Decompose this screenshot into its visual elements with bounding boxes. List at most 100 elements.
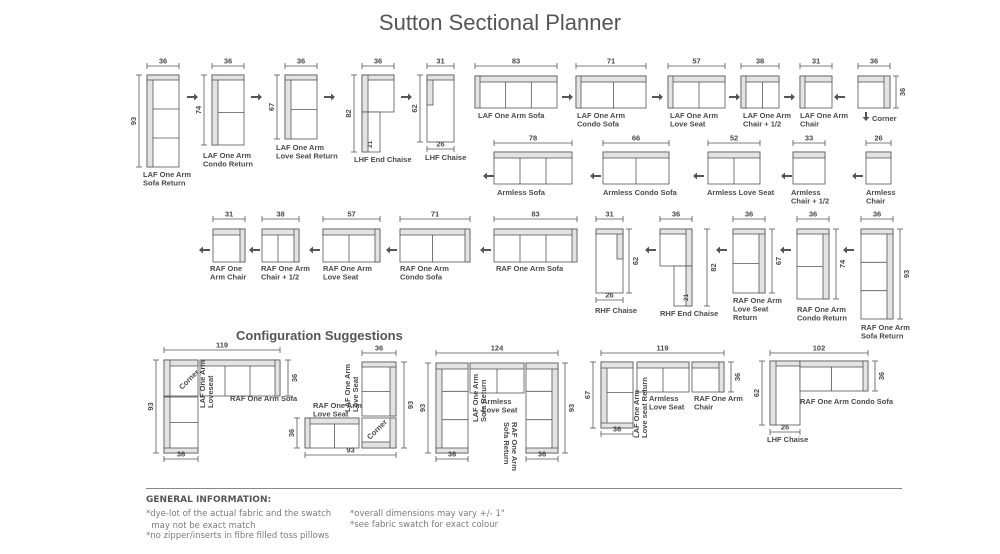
piece-label: RHF End Chaise bbox=[660, 309, 718, 318]
return-arm bbox=[860, 228, 894, 235]
arrow-head bbox=[386, 246, 390, 254]
dimension-value: 36 bbox=[375, 344, 383, 353]
dimension-value: 38 bbox=[756, 57, 764, 66]
dimension-value: 93 bbox=[418, 404, 427, 412]
general-note: *no zipper/inserts in fibre filled toss … bbox=[146, 531, 330, 541]
piece-label: Love Seat bbox=[649, 403, 685, 412]
piece-label: LAF One Arm bbox=[276, 143, 324, 152]
dimension-value: 57 bbox=[347, 210, 355, 219]
arrow-head bbox=[791, 93, 795, 101]
piece-label: RAF One Arm bbox=[323, 264, 372, 273]
arrow-icon bbox=[716, 246, 727, 254]
sofa-piece bbox=[212, 228, 246, 263]
piece-label: Armless bbox=[649, 394, 679, 403]
sofa-back bbox=[707, 151, 761, 159]
dimension-value: 36 bbox=[177, 450, 185, 459]
arrow-icon bbox=[187, 93, 198, 101]
dimension-value: 36 bbox=[809, 210, 817, 219]
dimension-value: 31 bbox=[605, 210, 613, 219]
arrow-icon bbox=[693, 172, 704, 180]
piece-label: RAF One Arm bbox=[313, 401, 362, 410]
dimension-value: 36 bbox=[448, 450, 456, 459]
piece-label: Love seat Return bbox=[640, 377, 649, 438]
return-arm bbox=[600, 422, 634, 429]
piece-label: Return bbox=[733, 313, 758, 322]
dimension-value: 83 bbox=[512, 57, 520, 66]
dimension-value: 78 bbox=[529, 134, 537, 143]
sofa-arm bbox=[575, 75, 582, 109]
arrow-head bbox=[569, 93, 573, 101]
dimension-value: 36 bbox=[297, 57, 305, 66]
piece-label: Chair + 1/2 bbox=[743, 120, 781, 129]
sofa-piece bbox=[691, 361, 725, 393]
piece-label: RAF One Arm bbox=[400, 264, 449, 273]
piece-label: Sofa Return bbox=[143, 179, 186, 188]
piece-label: RAF One Arm bbox=[510, 422, 519, 471]
arrow-head bbox=[483, 172, 487, 180]
dimension-value: 36 bbox=[159, 57, 167, 66]
sofa-piece bbox=[399, 228, 471, 263]
sofa-back bbox=[304, 417, 360, 425]
dimension-value: 36 bbox=[374, 57, 382, 66]
piece-label: LAF One Arm bbox=[343, 364, 352, 412]
arrow-icon bbox=[862, 112, 870, 121]
dimension-value: 93 bbox=[129, 117, 138, 125]
arrow-icon bbox=[729, 93, 740, 101]
sofa-arm bbox=[667, 75, 674, 109]
sofa-piece bbox=[636, 361, 690, 393]
dimension-value: 36 bbox=[873, 210, 881, 219]
sofa-piece bbox=[865, 151, 892, 185]
piece-label: RAF One Arm bbox=[261, 264, 310, 273]
sofa-arm bbox=[718, 361, 725, 393]
return-back bbox=[886, 228, 894, 320]
return-back bbox=[758, 228, 766, 294]
dimension-value: 67 bbox=[583, 391, 592, 399]
return-back bbox=[551, 362, 559, 454]
sofa-piece bbox=[199, 359, 281, 397]
return-back bbox=[146, 74, 154, 168]
corner-back bbox=[600, 361, 634, 369]
arrow-head bbox=[199, 246, 203, 254]
dimension-value: 93 bbox=[902, 270, 911, 278]
general-note: *dye-lot of the actual fabric and the sw… bbox=[146, 509, 332, 531]
piece-label: LAF One Arm bbox=[577, 111, 625, 120]
return-back bbox=[435, 362, 443, 454]
sofa-piece bbox=[602, 151, 670, 185]
dimension-value: 82 bbox=[709, 263, 718, 271]
piece-label: LAF One Arm bbox=[198, 360, 207, 408]
page-title: Sutton Sectional Planner bbox=[378, 10, 622, 35]
arrow-icon bbox=[784, 93, 795, 101]
dimension-value: 31 bbox=[225, 210, 233, 219]
arrow-icon bbox=[652, 93, 663, 101]
piece-label: Love Seat bbox=[733, 305, 769, 314]
dimension-value: 74 bbox=[194, 105, 203, 114]
return-arm bbox=[284, 74, 318, 81]
dimension-value: 36 bbox=[224, 57, 232, 66]
arrow-icon bbox=[590, 172, 601, 180]
dimension-value: 71 bbox=[431, 210, 439, 219]
piece-label: LHF Chaise bbox=[767, 435, 808, 444]
piece-label: Love Seat bbox=[351, 376, 360, 412]
sofa-piece bbox=[322, 228, 381, 263]
return-back bbox=[211, 74, 219, 146]
dimension-value: 67 bbox=[774, 257, 783, 265]
return-back bbox=[389, 361, 397, 417]
sofa-back bbox=[799, 360, 869, 368]
sofa-piece bbox=[799, 75, 833, 109]
return-piece bbox=[796, 228, 830, 300]
arrow-head bbox=[194, 93, 198, 101]
piece-label: Sofa Return bbox=[502, 422, 511, 465]
piece-label: RAF One Arm bbox=[797, 305, 846, 314]
dimension-value: 21 bbox=[683, 293, 690, 301]
sofa-piece bbox=[469, 362, 525, 394]
piece-label: Corner bbox=[872, 114, 897, 123]
arrow-icon bbox=[309, 246, 320, 254]
dimension-value: 93 bbox=[346, 446, 354, 455]
return-arm bbox=[525, 447, 559, 454]
dimension-value: 26 bbox=[436, 140, 444, 149]
sofa-piece bbox=[261, 228, 300, 263]
sofa-back bbox=[792, 151, 826, 159]
dimension-value: 36 bbox=[870, 57, 878, 66]
dimension-value: 82 bbox=[344, 109, 353, 117]
piece-label: Chair + 1/2 bbox=[791, 197, 829, 206]
